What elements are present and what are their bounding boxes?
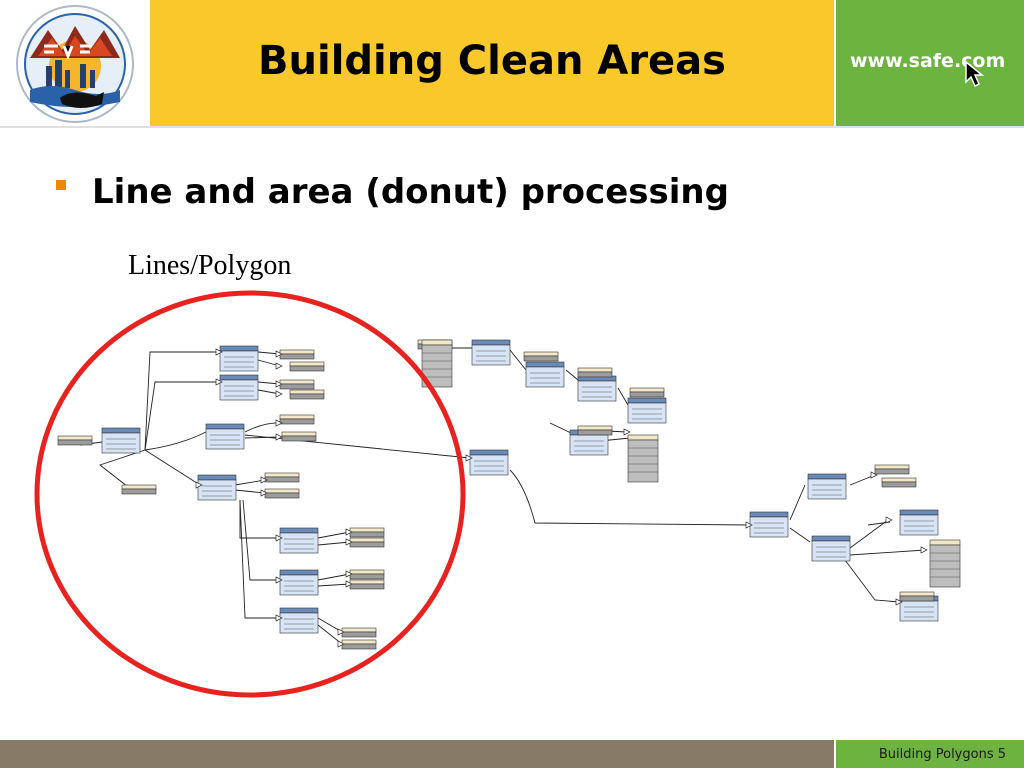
brand-box: www.safe.com bbox=[836, 0, 1024, 128]
cursor-arrow-icon bbox=[965, 60, 985, 88]
slide-header: Building Clean Areas www.safe.com bbox=[0, 0, 1024, 128]
transformer-nodes bbox=[57, 339, 961, 650]
slide-footer: Building Polygons 5 bbox=[0, 740, 1024, 768]
footer-page-label: Building Polygons 5 bbox=[878, 747, 1006, 762]
footer-brand-box: Building Polygons 5 bbox=[836, 740, 1024, 768]
diagram-connectors bbox=[79, 347, 926, 645]
bullet-text: Line and area (donut) processing bbox=[92, 172, 729, 212]
title-bar: Building Clean Areas bbox=[150, 0, 834, 128]
highlight-circle bbox=[34, 290, 466, 698]
slide-title: Building Clean Areas bbox=[258, 38, 726, 84]
footer-bar bbox=[0, 740, 834, 768]
conference-logo bbox=[0, 0, 150, 128]
fme-logo-icon bbox=[16, 5, 134, 123]
diagram-label: Lines/Polygon bbox=[128, 250, 292, 281]
square-bullet-icon bbox=[56, 180, 66, 190]
header-divider bbox=[0, 126, 1024, 128]
workspace-diagram bbox=[34, 290, 961, 698]
